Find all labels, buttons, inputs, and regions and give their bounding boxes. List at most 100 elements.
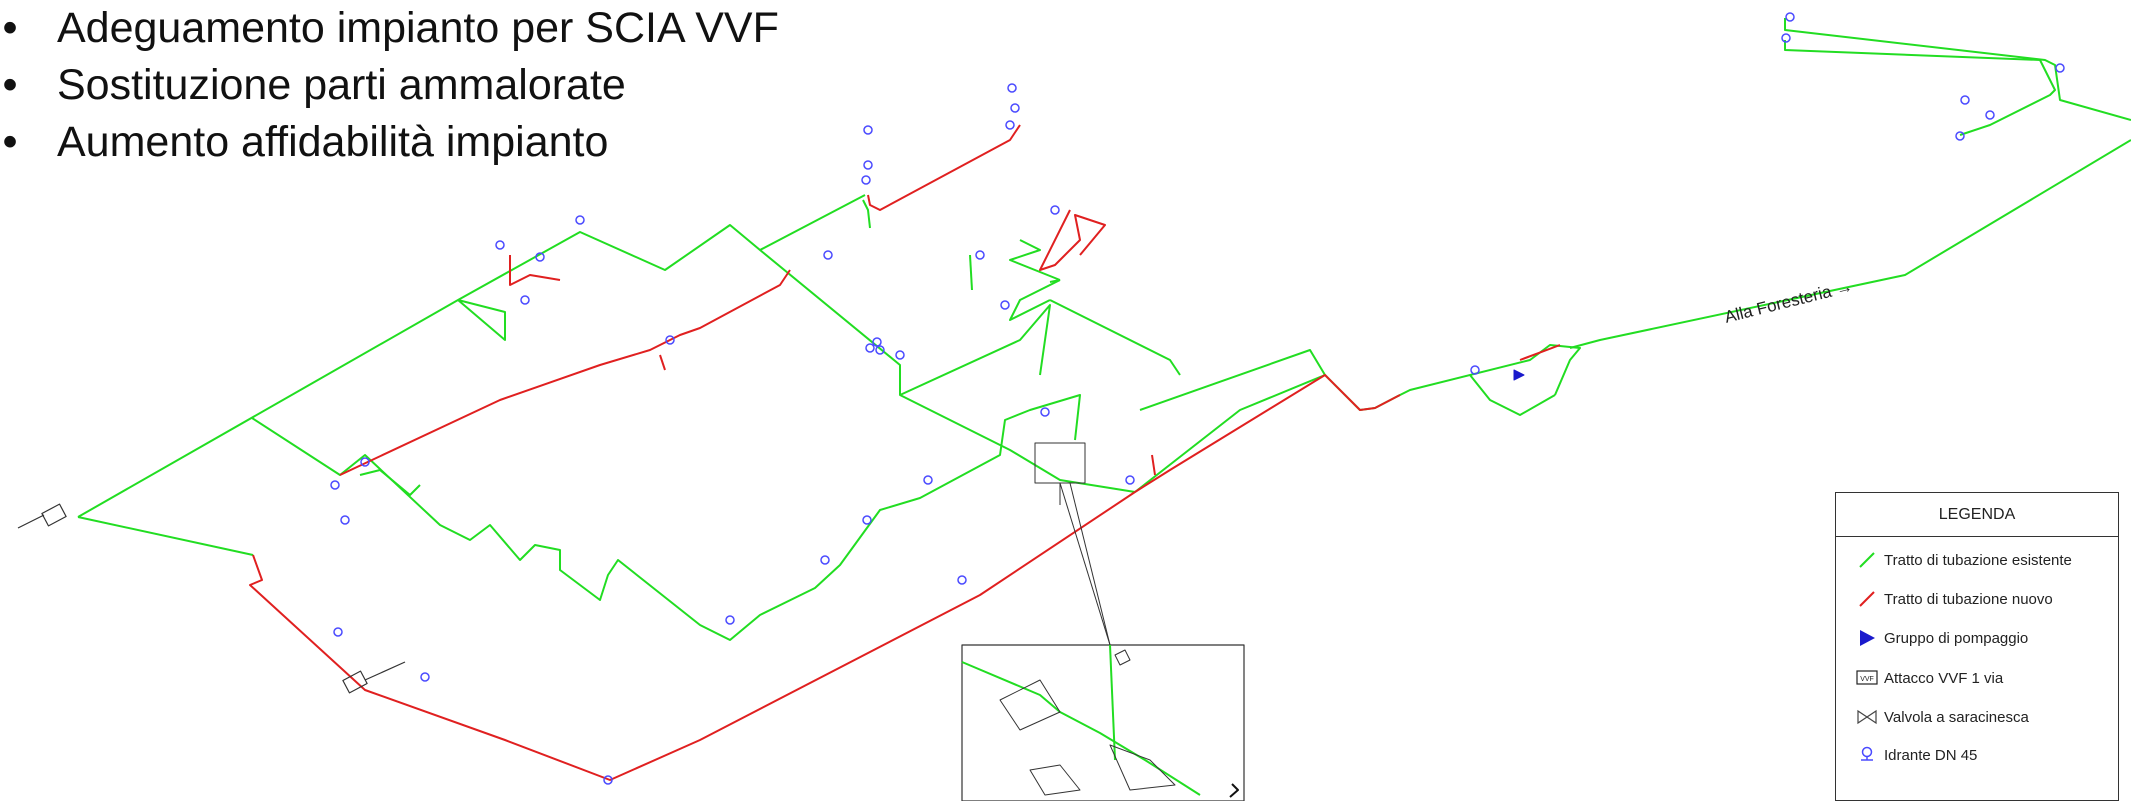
inset-pipe <box>961 661 1201 796</box>
vvf-branch-line <box>17 514 45 529</box>
bullet-list: •Adeguamento impianto per SCIA VVF •Sost… <box>0 0 779 171</box>
new-pipes <box>249 124 1561 781</box>
hydrant-icon <box>725 615 735 625</box>
pipe-existing <box>1469 374 1556 416</box>
legend-title: LEGENDA <box>1836 493 2118 537</box>
zoom-callout <box>961 442 1245 801</box>
pipe-new <box>249 491 1136 781</box>
pipe-existing <box>759 249 1326 493</box>
hydrant-icon <box>603 775 613 785</box>
hydrant-icon <box>1050 205 1060 215</box>
hydrant-icon <box>865 343 875 353</box>
legend-item-existing-pipe: Tratto di tubazione esistente <box>1854 548 2072 572</box>
vvf-branch-line <box>364 661 406 681</box>
gate-valve-icon <box>1114 649 1131 666</box>
hydrant-icon <box>895 350 905 360</box>
hydrant-icon <box>1125 475 1135 485</box>
legend-item-new-pipe: Tratto di tubazione nuovo <box>1854 587 2053 611</box>
hydrant-icon <box>665 335 675 345</box>
pipe-existing <box>1049 279 1061 283</box>
legend-box: LEGENDA Tratto di tubazione esistente Tr… <box>1835 492 2119 801</box>
pipe-existing <box>1784 40 2056 136</box>
hydrant-icon <box>1785 12 1795 22</box>
legend-item-pump: Gruppo di pompaggio <box>1854 626 2028 650</box>
vvf-boxes <box>17 503 406 694</box>
pipe-new <box>509 255 561 286</box>
hydrant-icon <box>1000 300 1010 310</box>
pipe-existing <box>1569 139 2131 349</box>
legend-item-valve: Valvola a saracinesca <box>1854 705 2029 729</box>
hydrant-icon <box>1985 110 1995 120</box>
hydrant-icon <box>923 475 933 485</box>
hydrant-icon <box>1040 407 1050 417</box>
hydrant-icon <box>1005 120 1015 130</box>
detail-inset <box>961 644 1245 801</box>
pipe-new <box>1039 209 1106 271</box>
pipe-existing <box>359 469 421 496</box>
hydrant-icon <box>330 480 340 490</box>
detail-marker <box>1034 442 1086 484</box>
hydrant-icon <box>1960 95 1970 105</box>
gate-valve-icon <box>1109 744 1176 791</box>
pipe-existing <box>862 199 871 229</box>
pipe-new <box>1134 374 1401 493</box>
pipe-existing <box>251 394 1081 641</box>
pipe-existing <box>1324 344 1581 411</box>
hydrant-icon <box>1470 365 1480 375</box>
pipe-new <box>339 269 791 476</box>
hydrant-icon <box>360 457 370 467</box>
callout-leader <box>1069 482 1111 646</box>
hydrant-icon <box>2055 63 2065 73</box>
hydrant-icon <box>340 515 350 525</box>
pipe-new <box>1151 454 1156 476</box>
hydrant-markers <box>330 12 2065 785</box>
green-line-icon <box>1854 550 1880 570</box>
existing-pipes <box>77 18 2131 641</box>
legend-item-hydrant: Idrante DN 45 <box>1854 743 1977 767</box>
hydrant-icon <box>861 175 871 185</box>
bullet-dot-icon: • <box>2 4 18 52</box>
vvf-connection-icon <box>342 670 368 694</box>
pipe-existing <box>1139 349 1326 411</box>
hydrant-icon <box>1955 131 1965 141</box>
hydrant-icon <box>820 555 830 565</box>
vvf-connection-icon <box>41 503 67 527</box>
pipe-existing <box>1049 299 1181 376</box>
pump-icon <box>1513 369 1525 381</box>
hydrant-icon <box>1007 83 1017 93</box>
hydrant-icon <box>975 250 985 260</box>
hydrant-icon <box>520 295 530 305</box>
hydrant-icon <box>420 672 430 682</box>
gate-valve-icon <box>1029 764 1081 796</box>
pipe-new <box>867 124 1021 211</box>
hydrant-icon <box>863 160 873 170</box>
pipe-existing <box>1009 239 1061 281</box>
pipe-existing <box>1009 279 1061 321</box>
legend-item-vvf: VVF Attacco VVF 1 via <box>1854 666 2003 690</box>
inset-pipe <box>1109 644 1116 761</box>
hydrant-icon <box>823 250 833 260</box>
hydrant-icon <box>333 627 343 637</box>
hydrant-icon <box>957 575 967 585</box>
hydrant-icon <box>1854 745 1880 765</box>
red-line-icon <box>1854 589 1880 609</box>
pipe-existing <box>899 304 1051 396</box>
vvf-connection-icon: VVF <box>1854 668 1880 688</box>
bullet-item: •Sostituzione parti ammalorate <box>0 57 779 114</box>
bullet-item: •Aumento affidabilità impianto <box>0 114 779 171</box>
hydrant-icon <box>535 252 545 262</box>
hydrant-icon <box>1781 33 1791 43</box>
gate-valve-icon <box>1854 707 1880 727</box>
bullet-dot-icon: • <box>2 61 18 109</box>
hydrant-icon <box>575 215 585 225</box>
pipe-existing <box>457 299 506 341</box>
hydrant-icon <box>862 515 872 525</box>
hydrant-icon <box>875 345 885 355</box>
gate-valve-icon <box>999 679 1061 731</box>
pipe-new <box>1519 344 1561 361</box>
pipe-existing <box>77 194 866 518</box>
hydrant-icon <box>872 337 882 347</box>
bullet-item: •Adeguamento impianto per SCIA VVF <box>0 0 778 57</box>
svg-text:VVF: VVF <box>1860 676 1874 683</box>
